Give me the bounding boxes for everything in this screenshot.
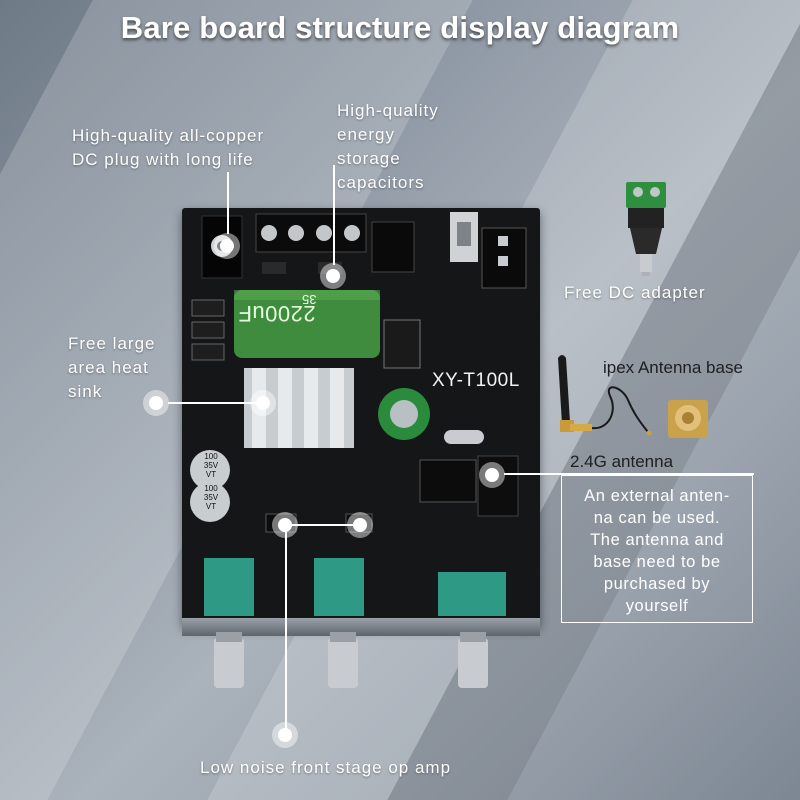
op-amp-callout-dot [272,722,298,748]
capacitors-label-line: High-quality [337,101,439,120]
dc-plug-label-line: High-quality all-copper [72,126,265,145]
capacitors-callout-line [333,165,335,265]
dc-plug-callout-dot [214,233,240,259]
antenna-image [558,355,708,438]
heat-sink-callout-dot [143,390,169,416]
antenna-note-line: base need to be [593,553,721,571]
antenna-base-label: ipex Antenna base [603,358,743,377]
dc-plug-label-line: DC plug with long life [72,150,254,169]
antenna-note-line: na can be used. [593,509,721,527]
antenna-label: 2.4G antenna [570,452,674,471]
capacitors-label-line: energy [337,125,395,144]
antenna-note-line: yourself [625,597,689,615]
antenna-note-line: purchased by [603,575,711,593]
dc-adapter-image [626,182,666,276]
board-components [190,212,527,688]
capacitors-label-line: storage [337,149,401,168]
small-cap-text: 100 [204,452,218,461]
heat-sink-endpoint-dot [250,390,276,416]
capacitors-callout-dot [320,263,346,289]
antenna-note-box: An external anten- na can be used. The a… [561,475,753,623]
antenna-callout-line [504,473,754,475]
small-cap-text: 35V [203,461,219,470]
heat-sink-callout-line [168,402,260,404]
op-amp-callout-line-vertical [285,524,287,734]
heat-sink-label-line: Free large [68,334,156,353]
capacitors-label-line: capacitors [337,173,425,192]
capacitor-voltage-text: 35 [302,292,317,307]
op-amp-callout-line-horizontal [285,524,360,526]
small-cap-2-text: 100 35V VT [199,484,223,511]
op-amp-endpoint-dot-right [347,512,373,538]
op-amp-label: Low noise front stage op amp [200,758,452,777]
heat-sink-label-line: area heat [68,358,149,377]
dc-plug-callout-line [227,172,229,234]
page-title: Bare board structure display diagram [120,10,680,45]
dc-plug-label: High-quality all-copper DC plug with lon… [72,124,264,172]
op-amp-endpoint-dot-left [272,512,298,538]
board-model-text: XY-T100L [432,370,520,391]
dc-adapter-label: Free DC adapter [564,283,706,302]
small-cap-text: 100 [204,484,218,493]
antenna-note-line: The antenna and [590,531,724,549]
small-cap-text: VT [205,502,217,511]
small-cap-1-text: 100 35V VT [199,452,223,479]
board-front-panel [182,618,540,636]
small-cap-text: 35V [203,493,219,502]
heat-sink-label: Free large area heat sink [68,332,155,404]
antenna-callout-dot [479,462,505,488]
heat-sink-label-line: sink [68,382,103,401]
antenna-note-line: An external anten- [584,487,730,505]
small-cap-text: VT [205,470,217,479]
capacitors-label: High-quality energy storage capacitors [337,99,439,195]
